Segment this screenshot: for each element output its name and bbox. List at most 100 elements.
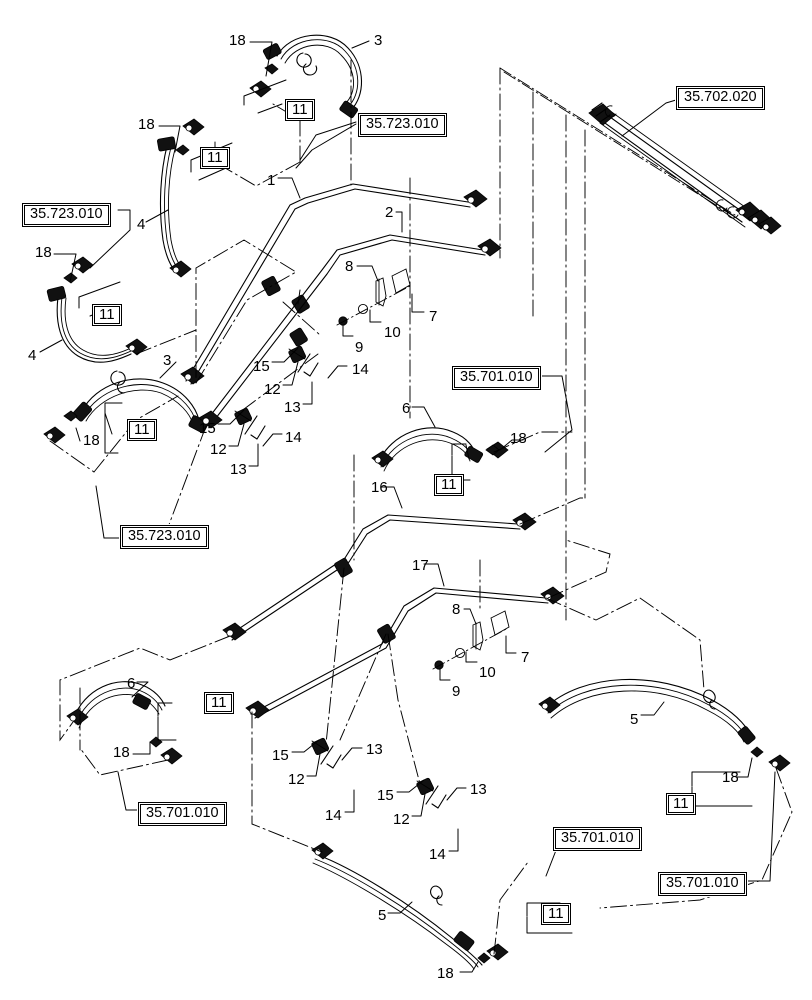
callout-number: 13	[230, 461, 247, 478]
callout-number: 7	[521, 649, 530, 666]
callout-number: 9	[452, 683, 461, 700]
callout-number: 5	[378, 907, 387, 924]
leader-18g	[735, 757, 753, 778]
chain-q	[325, 567, 345, 745]
chain-l	[519, 497, 586, 525]
callout-number: 18	[35, 244, 52, 261]
hose-5-right	[538, 678, 791, 807]
quantity-box: 11	[285, 99, 315, 121]
callout-number: 15	[377, 787, 394, 804]
chain-p	[387, 633, 421, 785]
leader-ref2	[621, 99, 677, 137]
quantity-box: 11	[434, 474, 464, 496]
quantity-box: 11	[541, 903, 571, 925]
reference-box[interactable]: 35.702.020	[676, 86, 765, 110]
callout-number: 1	[267, 172, 276, 189]
quantity-box: 11	[92, 304, 122, 326]
reference-box[interactable]: 35.701.010	[553, 827, 642, 851]
reference-box[interactable]: 35.723.010	[120, 525, 209, 549]
callout-number: 15	[199, 420, 216, 437]
leader-8a	[356, 265, 379, 282]
quantity-box: 11	[127, 419, 157, 441]
callout-number: 18	[83, 432, 100, 449]
chain-v	[297, 289, 301, 305]
leader-4b	[39, 339, 63, 353]
callout-number: 17	[412, 557, 429, 574]
leader-5b	[387, 901, 413, 914]
leader-6b	[131, 681, 149, 698]
chain-t	[599, 767, 793, 909]
callout-number: 18	[510, 430, 527, 447]
chain-s	[545, 597, 705, 691]
chain-r	[339, 633, 387, 741]
leader-18d	[75, 427, 81, 442]
callout-number: 9	[355, 339, 364, 356]
quantity-box: 11	[200, 147, 230, 169]
tube-1	[180, 183, 488, 385]
callout-number: 3	[374, 32, 383, 49]
leader-6a	[411, 406, 436, 428]
clamp-group-upper-1	[271, 345, 348, 405]
quantity-box: 11	[204, 692, 234, 714]
leader-3a	[351, 40, 370, 49]
chain-o	[239, 353, 319, 413]
bracket-7-8-upper	[336, 268, 411, 326]
clamp-group-lower-2	[396, 777, 467, 852]
leader-10b	[465, 651, 478, 663]
chain-m	[547, 539, 611, 599]
callout-number: 8	[345, 258, 354, 275]
callout-number: 4	[137, 216, 146, 233]
callout-number: 10	[479, 664, 496, 681]
hose-6-left	[66, 681, 183, 765]
callout-number: 7	[429, 308, 438, 325]
leader-9b	[439, 668, 451, 681]
tube-17	[245, 586, 565, 719]
callout-number: 3	[163, 352, 172, 369]
reference-box[interactable]: 35.723.010	[22, 203, 111, 227]
chain-f	[135, 329, 197, 355]
leader-2	[395, 211, 403, 233]
reference-box[interactable]: 35.723.010	[358, 113, 447, 137]
hose-3-upper	[243, 34, 362, 119]
reference-box[interactable]: 35.701.010	[138, 802, 227, 826]
callout-number: 14	[352, 361, 369, 378]
callout-number: 8	[452, 601, 461, 618]
clamp-group-upper-2	[217, 407, 283, 467]
leader-ref1-a	[299, 121, 357, 161]
callout-number: 15	[272, 747, 289, 764]
callout-number: 12	[393, 811, 410, 828]
callout-number: 5	[630, 711, 639, 728]
leader-ref4	[541, 375, 573, 453]
leader-18h	[459, 961, 479, 973]
leader-18c	[53, 253, 77, 283]
callout-number: 13	[470, 781, 487, 798]
leader-ref1-b	[295, 123, 357, 169]
callout-number: 18	[722, 769, 739, 786]
leader-18e	[499, 439, 524, 451]
callout-number: 14	[285, 429, 302, 446]
callout-number: 18	[138, 116, 155, 133]
leader-7b	[505, 635, 517, 654]
reference-box[interactable]: 35.701.010	[658, 872, 747, 896]
leader-ref3	[89, 209, 131, 269]
callout-number: 2	[385, 204, 394, 221]
leader-8b	[463, 608, 477, 625]
callout-number: 14	[325, 807, 342, 824]
chain-h	[163, 425, 207, 539]
reference-box[interactable]: 35.701.010	[452, 366, 541, 390]
leader-9a	[342, 324, 354, 337]
hose-4-left	[46, 256, 148, 363]
callout-number: 13	[366, 741, 383, 758]
callout-number: 12	[210, 441, 227, 458]
quantity-box: 11	[666, 793, 696, 815]
leader-16	[380, 486, 403, 509]
cylinder-assembly	[499, 67, 782, 235]
callout-number: 10	[384, 324, 401, 341]
hose-3-lower	[43, 370, 209, 454]
callout-number: 18	[437, 965, 454, 982]
chain-i	[59, 635, 231, 742]
callout-number: 6	[402, 400, 411, 417]
leader-17	[423, 563, 445, 587]
leader-4a	[145, 209, 169, 223]
